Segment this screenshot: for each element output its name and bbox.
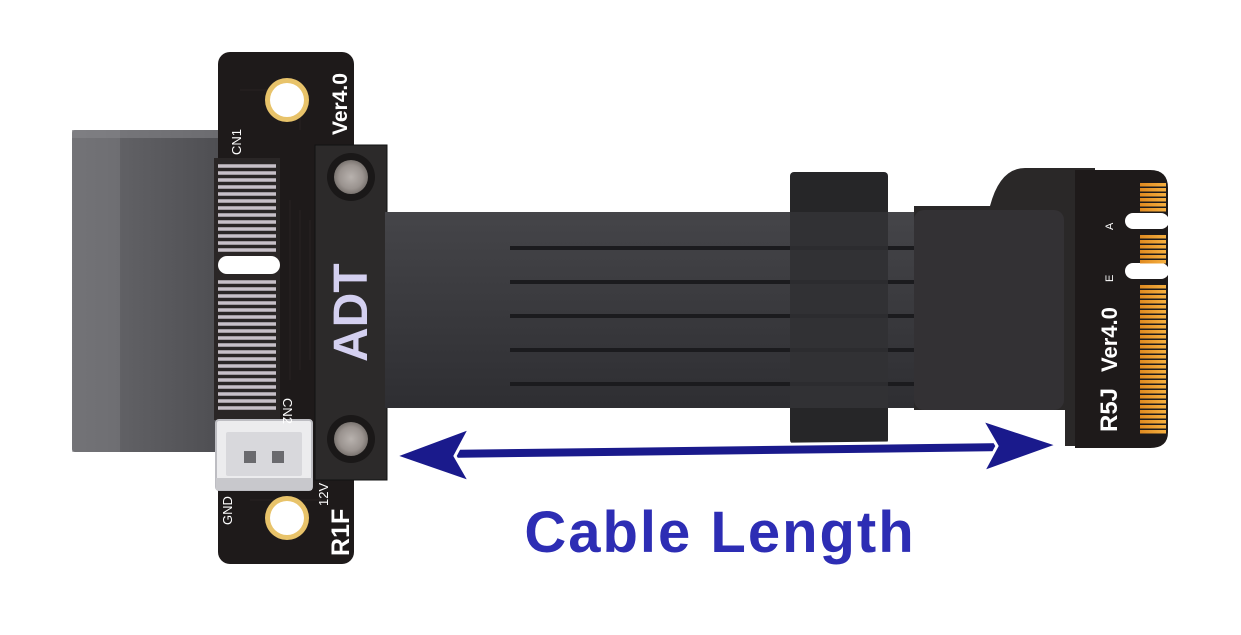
left-gnd-label: GND bbox=[220, 496, 235, 525]
gold-finger bbox=[1140, 345, 1166, 349]
gold-finger bbox=[1140, 400, 1166, 404]
ribbon-cable bbox=[385, 172, 920, 444]
left-cn1-label: CN1 bbox=[229, 129, 244, 155]
right-a-label: A bbox=[1104, 222, 1116, 230]
gold-finger bbox=[1140, 425, 1166, 429]
gold-finger bbox=[1140, 255, 1166, 259]
gold-finger bbox=[1140, 330, 1166, 334]
gold-finger bbox=[1140, 235, 1166, 239]
slot-contacts bbox=[214, 158, 280, 420]
gold-finger bbox=[1140, 203, 1166, 207]
gold-finger bbox=[1140, 385, 1166, 389]
gold-finger bbox=[1140, 410, 1166, 414]
gold-finger bbox=[1140, 198, 1166, 202]
brand-label: ADT bbox=[325, 263, 378, 362]
cable-clamp bbox=[314, 144, 388, 481]
gold-finger bbox=[1140, 285, 1166, 289]
gold-finger bbox=[1140, 405, 1166, 409]
gold-finger bbox=[1140, 430, 1166, 434]
pcie-slot bbox=[72, 130, 222, 452]
gold-finger bbox=[1140, 395, 1166, 399]
gold-finger bbox=[1140, 360, 1166, 364]
gold-finger bbox=[1140, 240, 1166, 244]
gold-finger bbox=[1140, 310, 1166, 314]
left-12v-label: 12V bbox=[316, 483, 331, 506]
gold-finger bbox=[1140, 305, 1166, 309]
gold-finger bbox=[1140, 320, 1166, 324]
gold-finger bbox=[1140, 315, 1166, 319]
gold-finger bbox=[1140, 390, 1166, 394]
gold-finger bbox=[1140, 260, 1166, 264]
gold-finger bbox=[1140, 415, 1166, 419]
gold-finger bbox=[1140, 295, 1166, 299]
gold-finger bbox=[1140, 365, 1166, 369]
cable-length-arrow bbox=[390, 417, 1063, 485]
left-model-label: R1F bbox=[327, 509, 355, 556]
right-version-label: Ver4.0 bbox=[1097, 307, 1122, 372]
cable-length-caption: Cable Length bbox=[524, 500, 915, 565]
gold-finger bbox=[1140, 183, 1166, 187]
gold-finger bbox=[1140, 340, 1166, 344]
gold-finger bbox=[1140, 335, 1166, 339]
gold-finger bbox=[1140, 300, 1166, 304]
gold-finger bbox=[1140, 380, 1166, 384]
right-model-label: R5J bbox=[1096, 388, 1123, 432]
gold-finger bbox=[1140, 290, 1166, 294]
gold-finger bbox=[1140, 420, 1166, 424]
left-cn2-label: CN2 bbox=[280, 398, 295, 424]
power-connector bbox=[215, 419, 313, 491]
gold-finger bbox=[1140, 355, 1166, 359]
gold-finger bbox=[1140, 193, 1166, 197]
gold-finger bbox=[1140, 375, 1166, 379]
gold-finger bbox=[1140, 370, 1166, 374]
gold-finger bbox=[1140, 208, 1166, 212]
gold-finger bbox=[1140, 250, 1166, 254]
left-version-label: Ver4.0 bbox=[329, 73, 352, 135]
gold-finger bbox=[1140, 325, 1166, 329]
right-e-label: E bbox=[1104, 275, 1116, 282]
gold-finger bbox=[1140, 350, 1166, 354]
gold-finger bbox=[1140, 245, 1166, 249]
gold-finger bbox=[1140, 188, 1166, 192]
m2-adapter bbox=[914, 168, 1169, 448]
